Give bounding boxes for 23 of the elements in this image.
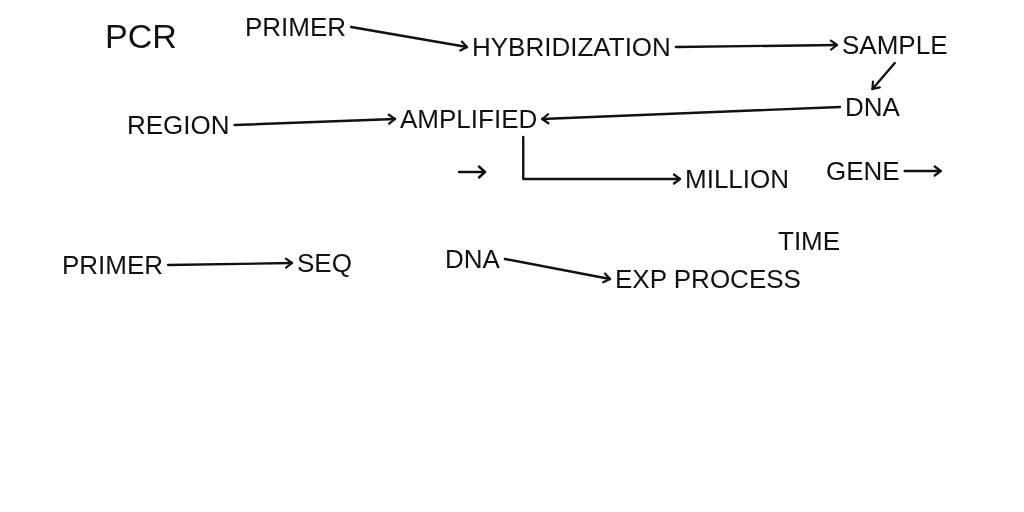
arrow (503, 257, 612, 284)
term-label: SAMPLE (842, 32, 948, 58)
arrow (903, 165, 942, 177)
arrow (166, 257, 294, 269)
note-label: TIME (778, 228, 841, 254)
term-label: PRIMER (62, 252, 164, 278)
term-label: HYBRIDIZATION (472, 34, 671, 60)
arrow (522, 135, 682, 185)
term-label: GENE (826, 158, 900, 184)
arrow (674, 39, 839, 51)
arrow (541, 105, 842, 125)
term-label: DNA (845, 94, 900, 120)
term-label: PRIMER (245, 14, 347, 40)
note-label: PCR (105, 19, 177, 53)
arrow (233, 113, 397, 127)
term-label: MILLION (685, 166, 790, 192)
term-label: SEQ (297, 250, 352, 276)
arrow (349, 25, 469, 52)
arrow (871, 61, 896, 91)
term-label: AMPLIFIED (400, 106, 538, 132)
term-label: EXP PROCESS (615, 266, 801, 292)
term-label: DNA (445, 246, 500, 272)
term-label: REGION (127, 112, 230, 138)
